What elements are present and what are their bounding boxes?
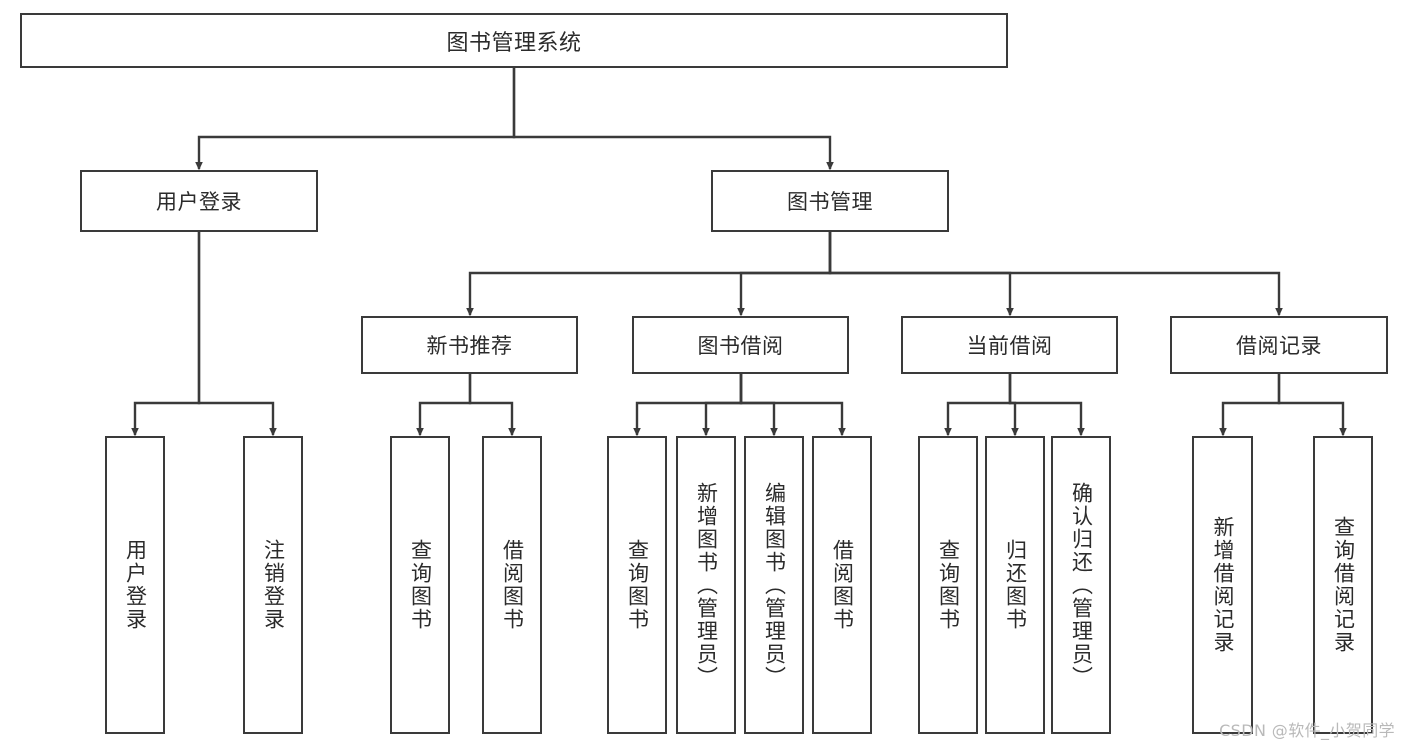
edge-borrow-to-leaf_bor4 — [739, 374, 846, 437]
node-label-leaf_new2: 借阅图书 — [500, 539, 525, 631]
node-label-leaf_cur2: 归还图书 — [1003, 539, 1028, 631]
node-leaf_bor3[interactable]: 编辑图书（管理员） — [744, 436, 804, 734]
node-records[interactable]: 借阅记录 — [1170, 316, 1388, 374]
node-leaf_rec2[interactable]: 查询借阅记录 — [1313, 436, 1373, 734]
edge-root-to-bookmgmt — [512, 68, 834, 171]
edge-borrow-to-leaf_bor1 — [633, 374, 743, 437]
node-label-leaf_bor4: 借阅图书 — [830, 539, 855, 631]
edge-current-to-leaf_cur1 — [944, 374, 1012, 437]
node-leaf_new1[interactable]: 查询图书 — [390, 436, 450, 734]
node-leaf_cur3[interactable]: 确认归还（管理员） — [1051, 436, 1111, 734]
edge-newrec-to-leaf_new1 — [416, 374, 472, 437]
node-label-current: 当前借阅 — [966, 334, 1053, 358]
edge-bookmgmt-to-newrec — [466, 232, 832, 317]
node-label-leaf_bor2: 新增图书（管理员） — [694, 481, 719, 689]
edge-login-to-leaf_login1 — [131, 232, 201, 437]
edge-borrow-to-leaf_bor2 — [702, 374, 743, 437]
node-leaf_cur2[interactable]: 归还图书 — [985, 436, 1045, 734]
node-label-leaf_bor1: 查询图书 — [625, 539, 650, 631]
node-label-records: 借阅记录 — [1236, 334, 1322, 358]
node-leaf_bor2[interactable]: 新增图书（管理员） — [676, 436, 736, 734]
node-leaf_rec1[interactable]: 新增借阅记录 — [1192, 436, 1253, 734]
edge-bookmgmt-to-current — [828, 232, 1014, 317]
edge-login-to-leaf_login2 — [197, 232, 277, 437]
node-label-bookmgmt: 图书管理 — [787, 190, 873, 214]
node-label-leaf_rec1: 新增借阅记录 — [1211, 516, 1235, 654]
node-label-leaf_cur3: 确认归还（管理员） — [1069, 481, 1094, 689]
node-label-leaf_login1: 用户登录 — [123, 539, 148, 631]
edge-newrec-to-leaf_new2 — [468, 374, 516, 437]
edge-current-to-leaf_cur2 — [1008, 374, 1019, 437]
node-leaf_cur1[interactable]: 查询图书 — [918, 436, 978, 734]
edge-bookmgmt-to-borrow — [737, 232, 832, 317]
node-bookmgmt[interactable]: 图书管理 — [711, 170, 949, 232]
node-label-leaf_rec2: 查询借阅记录 — [1331, 516, 1356, 654]
edge-records-to-leaf_rec1 — [1219, 374, 1281, 437]
node-label-borrow: 图书借阅 — [697, 334, 784, 358]
node-label-login: 用户登录 — [156, 190, 242, 214]
node-root[interactable]: 图书管理系统 — [20, 13, 1008, 68]
node-label-leaf_new1: 查询图书 — [408, 539, 433, 631]
node-leaf_login1[interactable]: 用户登录 — [105, 436, 165, 734]
watermark-text: CSDN @软件_小贺同学 — [1219, 721, 1395, 740]
node-current[interactable]: 当前借阅 — [901, 316, 1118, 374]
node-label-newrec: 新书推荐 — [426, 334, 513, 358]
node-label-leaf_login2: 注销登录 — [261, 539, 286, 631]
edge-bookmgmt-to-records — [828, 232, 1283, 317]
node-newrec[interactable]: 新书推荐 — [361, 316, 578, 374]
node-label-leaf_bor3: 编辑图书（管理员） — [762, 481, 787, 689]
edge-root-to-login — [195, 68, 516, 171]
node-leaf_new2[interactable]: 借阅图书 — [482, 436, 542, 734]
node-leaf_bor4[interactable]: 借阅图书 — [812, 436, 872, 734]
node-leaf_login2[interactable]: 注销登录 — [243, 436, 303, 734]
edge-records-to-leaf_rec2 — [1277, 374, 1347, 437]
edge-borrow-to-leaf_bor3 — [739, 374, 778, 437]
node-borrow[interactable]: 图书借阅 — [632, 316, 849, 374]
node-label-leaf_cur1: 查询图书 — [936, 539, 961, 631]
node-login[interactable]: 用户登录 — [80, 170, 318, 232]
node-label-root: 图书管理系统 — [446, 30, 582, 56]
node-leaf_bor1[interactable]: 查询图书 — [607, 436, 667, 734]
edge-current-to-leaf_cur3 — [1008, 374, 1085, 437]
